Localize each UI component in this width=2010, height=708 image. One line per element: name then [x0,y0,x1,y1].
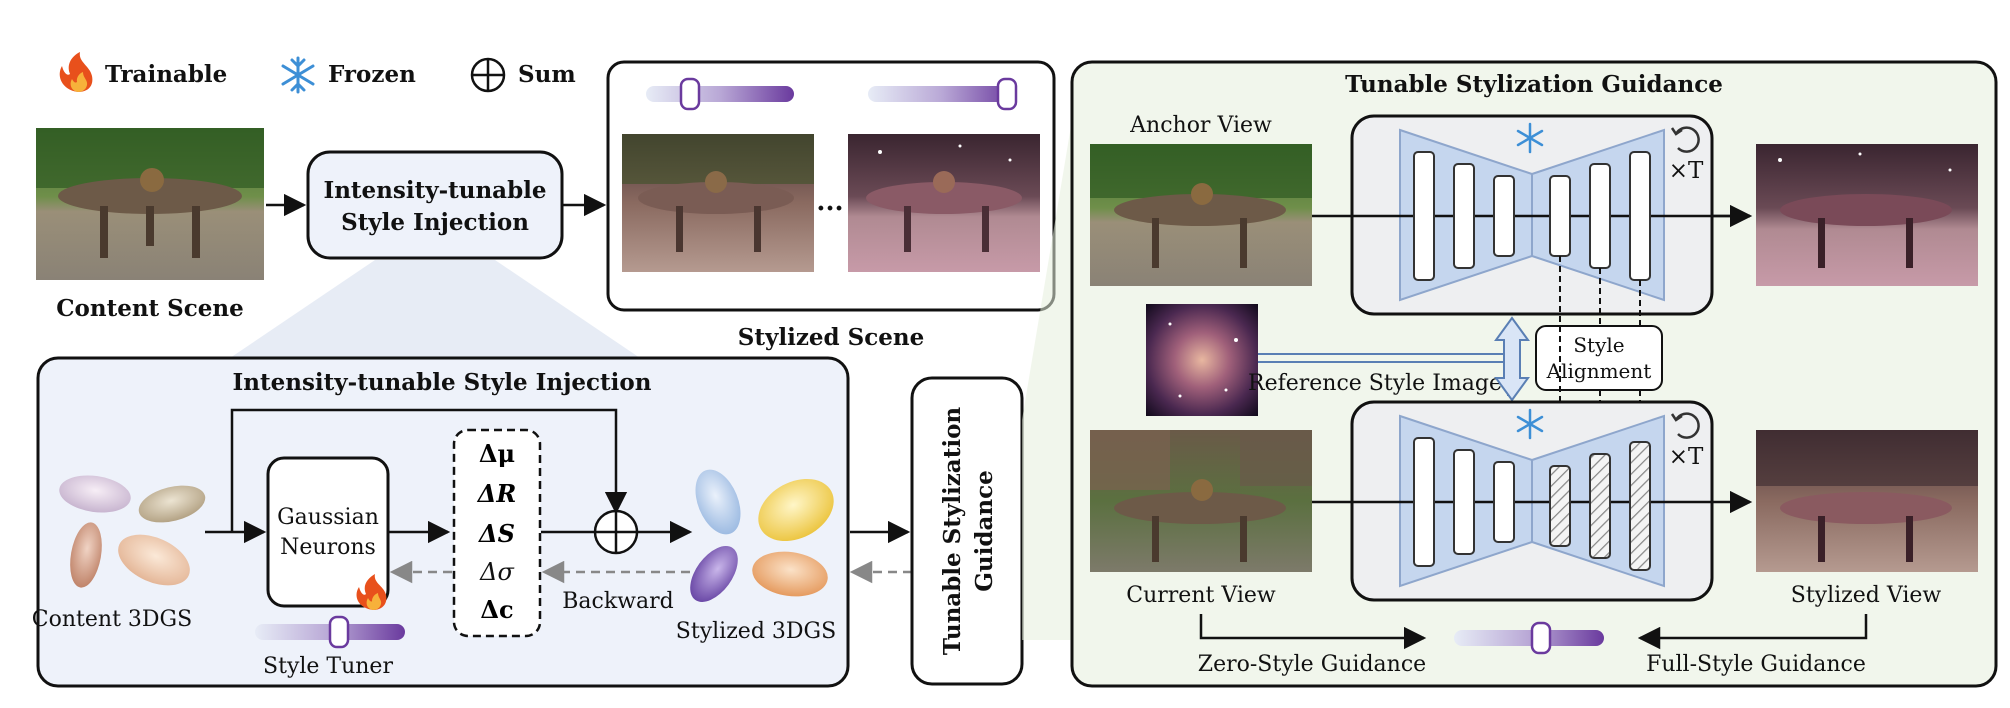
zero-style-guidance-label: Zero-Style Guidance [1198,652,1426,677]
zoom-wedge-left [230,260,640,358]
stylized-scene-image-low [622,134,814,272]
guidance-slider[interactable] [1454,621,1604,655]
zero-style-guidance-arrow [1199,614,1427,650]
fire-icon [356,574,387,610]
legend-trainable-label: Trainable [105,61,227,88]
backward-label: Backward [562,589,673,614]
legend-sum-label: Sum [518,61,576,88]
stylized-scene-image-high [848,134,1040,272]
stylized-3dgs-label: Stylized 3DGS [676,619,836,644]
anchor-view-image [1090,144,1312,286]
content-3dgs-label: Content 3DGS [32,607,192,632]
anchor-view-label: Anchor View [1129,113,1272,138]
zoom-wedge-right [1022,120,1072,640]
intensity-slider-low[interactable] [646,77,794,111]
delta-r: ΔR [477,479,517,508]
stylized-scene-label: Stylized Scene [738,324,924,351]
guidance-panel-title: Tunable Stylization Guidance [1345,71,1723,98]
legend: Trainable Frozen Sum [59,52,576,94]
injection-panel-title: Intensity-tunable Style Injection [233,369,652,396]
sum-node-icon [593,509,639,555]
stylized-3dgs-ellipsoids [690,469,834,602]
style-alignment-line1: Style [1573,333,1624,357]
content-scene-label: Content Scene [56,295,244,322]
injection-box-line1: Intensity-tunable [323,177,546,204]
delta-c: Δc [480,595,513,624]
style-tuner-label: Style Tuner [263,654,393,679]
delta-sigma: Δσ [479,558,514,586]
snowflake-icon [1516,122,1544,154]
current-view-label: Current View [1126,583,1276,608]
repeat-icon [1670,126,1700,153]
gaussian-neurons-line1: Gaussian [277,505,379,530]
style-alignment-line2: Alignment [1546,359,1652,383]
intensity-slider-high[interactable] [868,77,1018,111]
gaussian-neurons-box [266,456,390,608]
full-style-guidance-arrow [1637,614,1868,650]
stylized-view-label: Stylized View [1791,583,1942,608]
snowflake-icon [1516,408,1544,440]
repeat-top-label: ×T [1669,158,1704,184]
repeat-bottom-label: ×T [1669,444,1704,470]
reference-style-image [1146,304,1258,416]
reference-style-image-label: Reference Style Image [1248,371,1502,396]
injection-box-line2: Style Injection [341,209,529,236]
tsg-box-line1: Tunable Stylization [939,407,966,656]
tsg-box-line2: Guidance [971,470,998,591]
delta-parameters-box [452,428,542,638]
double-arrow-unets [1494,316,1530,402]
repeat-icon [1670,412,1700,439]
stylized-view-image [1756,430,1978,572]
injection-box [306,150,564,260]
style-tuner-slider[interactable] [255,615,405,649]
snowflake-icon [281,56,315,94]
legend-frozen-label: Frozen [328,61,416,88]
delta-mu: Δμ [479,439,515,468]
tsg-box [910,376,1024,686]
stylized-scene-ellipsis: ... [816,187,843,217]
unet-bottom-layers [1413,437,1651,571]
gaussian-neurons-line2: Neurons [280,535,376,560]
stylized-anchor-output-image [1756,144,1978,286]
skip-connection-arrow [230,408,628,532]
current-view-image [1090,430,1312,572]
delta-s: ΔS [478,519,515,548]
content-scene-image [36,128,264,280]
content-3dgs-ellipsoids [59,475,206,588]
full-style-guidance-label: Full-Style Guidance [1646,652,1866,677]
fire-icon [59,52,93,92]
unet-top-layers [1413,151,1651,281]
sum-icon [470,57,506,93]
